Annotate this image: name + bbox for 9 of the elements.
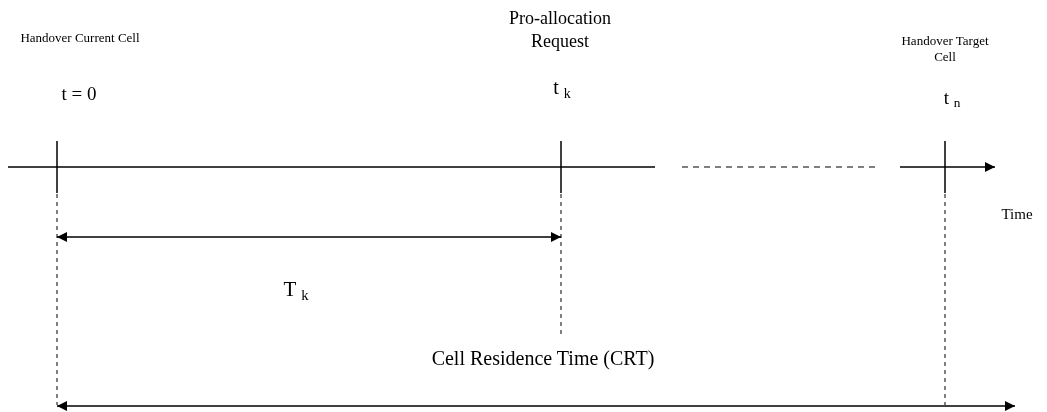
- timeline-label: t $_{n}$: [942, 86, 962, 112]
- timeline-label: Handover Current Cell: [20, 30, 140, 47]
- timeline-label: t = 0: [60, 82, 98, 106]
- timeline-label: Pro-allocation Request: [508, 7, 612, 52]
- timeline-label: t $_{k}$: [552, 75, 572, 102]
- timeline-label: T $_{k}$: [282, 276, 310, 305]
- axis-label: Time: [1000, 205, 1034, 224]
- timeline-label: Handover Target Cell: [900, 33, 990, 66]
- timeline-label: Cell Residence Time (CRT): [430, 346, 656, 371]
